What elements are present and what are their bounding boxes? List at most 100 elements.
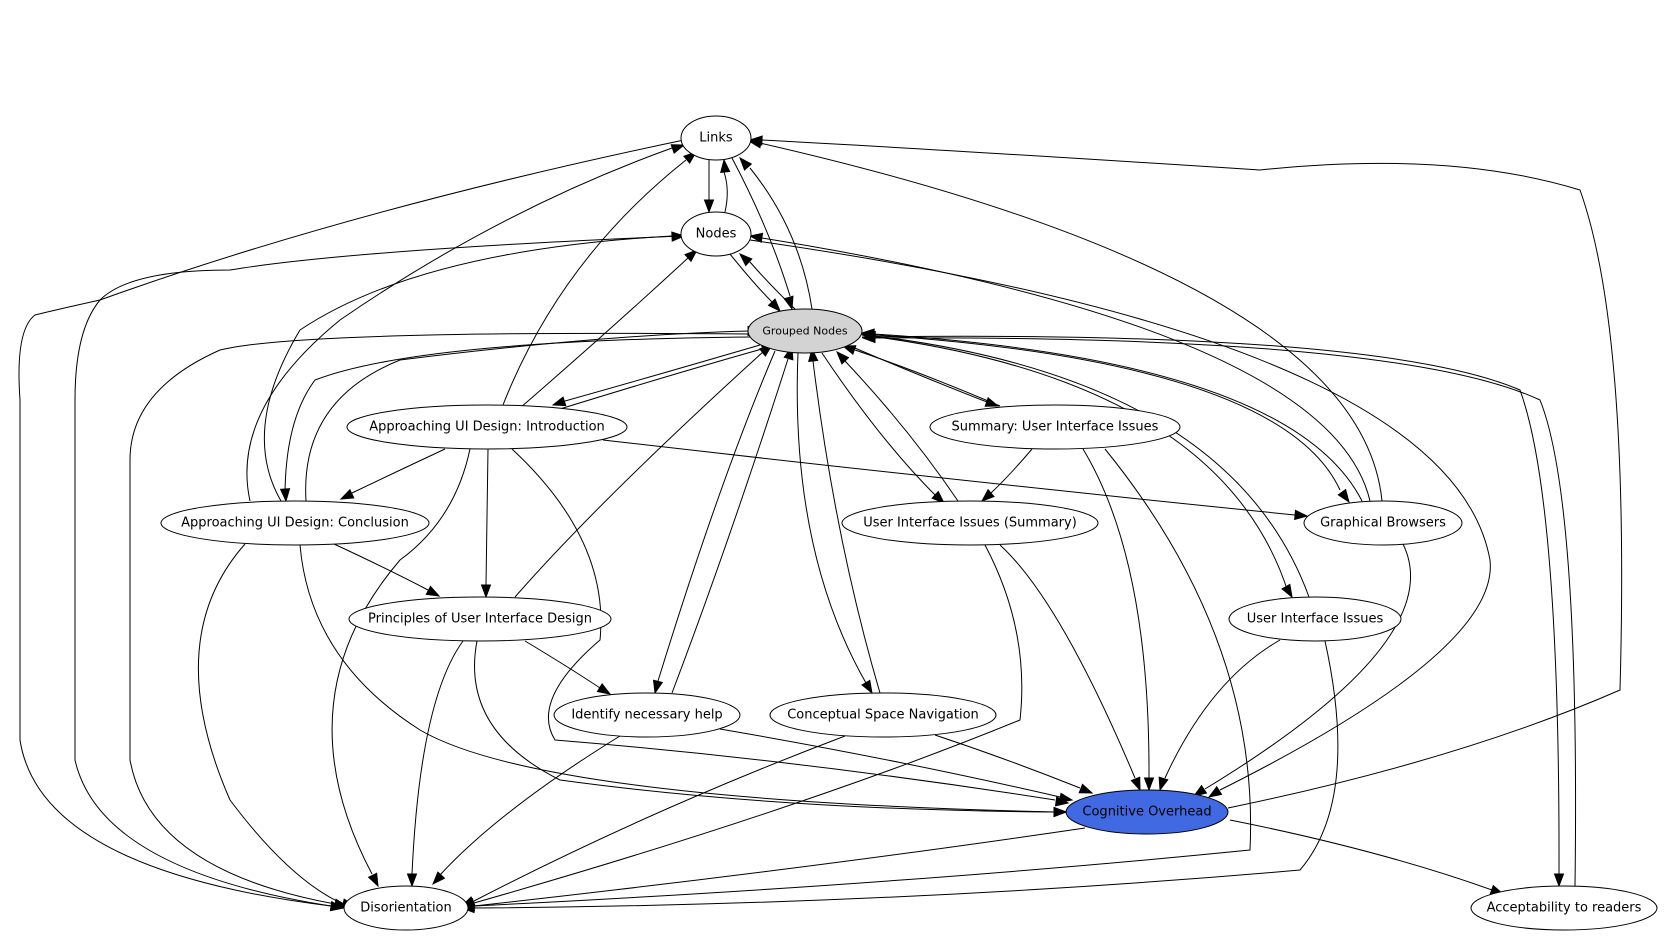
node-shape [841, 500, 1099, 546]
edge-line [1204, 543, 1412, 790]
edge-line [284, 336, 753, 498]
edge-line [812, 360, 881, 694]
arrowhead-icon [1130, 776, 1141, 792]
node-disorientation[interactable]: Disorientation [343, 885, 469, 931]
edge-uii-to-disorientation [460, 640, 1339, 914]
edge-line [559, 348, 763, 410]
edge-help-to-cognitive [719, 728, 1074, 803]
node-label: Cognitive Overhead [1082, 805, 1211, 820]
edge-line [564, 344, 761, 402]
edge-line [844, 360, 959, 502]
node-shape [346, 404, 628, 450]
node-csn[interactable]: Conceptual Space Navigation [769, 692, 997, 738]
edge-line [473, 640, 1339, 909]
edge-line [473, 827, 1086, 907]
node-help[interactable]: Identify necessary help [553, 692, 741, 738]
edge-line [502, 159, 687, 406]
node-label: Summary: User Interface Issues [952, 420, 1159, 435]
edge-intro-to-principles [480, 448, 492, 599]
node-shape [680, 211, 752, 257]
edge-line [246, 147, 673, 502]
node-links[interactable]: Links [680, 115, 752, 161]
edge-line [263, 235, 673, 502]
node-shape [1470, 885, 1658, 931]
node-label: Graphical Browsers [1320, 516, 1446, 531]
node-conclusion[interactable]: Approaching UI Design: Conclusion [160, 500, 430, 546]
node-nodes[interactable]: Nodes [680, 211, 752, 257]
arrowhead-icon [432, 871, 446, 886]
edge-line [759, 142, 1383, 502]
arrowhead-icon [652, 679, 664, 695]
edge-line [519, 257, 689, 409]
node-grouped[interactable]: Grouped Nodes [747, 308, 863, 354]
edge-line [1082, 448, 1150, 779]
edge-line [859, 333, 1341, 491]
arrowhead-icon [670, 144, 686, 155]
arrowhead-icon [748, 135, 763, 146]
edge-intro-to-graphical [602, 439, 1309, 521]
edge-line [473, 735, 846, 902]
arrowhead-icon [1294, 509, 1309, 521]
node-intro[interactable]: Approaching UI Design: Introduction [346, 404, 628, 450]
edge-grouped-to-help [652, 350, 776, 695]
edge-line [197, 543, 344, 905]
edge-intro-to-grouped [559, 343, 776, 410]
edge-grouped-to-links [739, 156, 813, 310]
edge-line [74, 235, 682, 907]
edge-line [761, 237, 1371, 502]
edge-grouped-to-acceptability [861, 335, 1565, 888]
edge-principles-to-disorientation [406, 640, 464, 888]
edge-intro-to-disorientation [331, 448, 471, 888]
edge-graphical-to-nodes [748, 232, 1371, 502]
node-acceptability[interactable]: Acceptability to readers [1470, 885, 1658, 931]
edge-summary-to-grouped [841, 345, 1001, 407]
node-shape [747, 308, 863, 354]
node-summary[interactable]: Summary: User Interface Issues [929, 404, 1181, 450]
node-uisum[interactable]: User Interface Issues (Summary) [841, 500, 1099, 546]
edge-line [821, 352, 937, 497]
edge-conclusion-to-principles [333, 543, 441, 597]
edge-line [473, 448, 1252, 907]
node-uii[interactable]: User Interface Issues [1228, 596, 1402, 642]
node-principles[interactable]: Principles of User Interface Design [348, 596, 612, 642]
edge-line [1229, 819, 1493, 891]
node-shape [1303, 500, 1463, 546]
arrowhead-icon [596, 683, 612, 695]
arrowhead-icon [339, 488, 355, 500]
edge-csn-to-disorientation [460, 735, 846, 907]
edge-uisum-to-cognitive [999, 544, 1141, 792]
edge-summary-to-cognitive [1082, 448, 1155, 792]
edge-line [872, 333, 1363, 502]
node-label: Links [699, 131, 733, 146]
edge-intro-to-conclusion [339, 448, 446, 500]
graph-edges [18, 135, 1623, 914]
edge-nodes-to-links [720, 158, 731, 213]
edge-line [861, 334, 1289, 593]
edge-conclusion-to-links [246, 144, 686, 502]
node-shape [348, 596, 612, 642]
node-shape [1065, 789, 1229, 835]
node-shape [929, 404, 1181, 450]
edge-csn-to-cognitive [934, 734, 1094, 794]
edge-csn-to-grouped [808, 347, 881, 694]
edge-line [514, 350, 765, 598]
edge-line [874, 335, 1310, 598]
edge-line [990, 448, 1033, 494]
edge-nodes-to-grouped [729, 253, 781, 313]
node-label: User Interface Issues (Summary) [863, 516, 1077, 531]
arrowhead-icon [767, 298, 781, 313]
node-label: Nodes [696, 227, 737, 242]
arrowhead-icon [980, 488, 995, 502]
edge-line [731, 157, 791, 297]
edge-line [18, 139, 685, 907]
node-shape [160, 500, 430, 546]
node-shape [343, 885, 469, 931]
edge-line [351, 448, 446, 494]
arrowhead-icon [1053, 806, 1068, 818]
arrowhead-icon [684, 249, 699, 263]
node-graphical[interactable]: Graphical Browsers [1303, 500, 1463, 546]
node-cognitive[interactable]: Cognitive Overhead [1065, 789, 1229, 835]
edge-line [723, 171, 728, 213]
edge-line [796, 352, 867, 684]
